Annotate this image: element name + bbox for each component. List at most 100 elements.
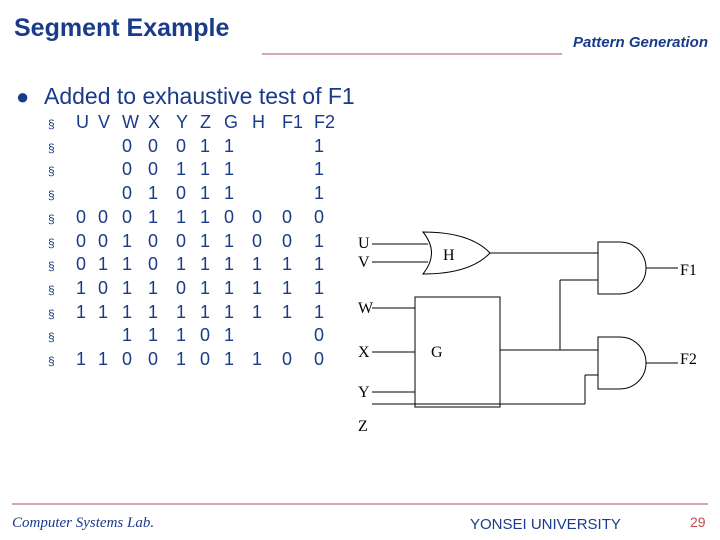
table-cell: 0 xyxy=(148,159,159,180)
table-header-u: U xyxy=(76,112,89,132)
table-header-y: Y xyxy=(176,112,189,132)
circuit-output-f1: F1 xyxy=(680,262,697,279)
title-divider xyxy=(262,53,562,55)
circuit-input-v: V xyxy=(358,254,370,271)
table-cell: 0 xyxy=(200,325,211,346)
table-cell: 0 xyxy=(200,349,211,369)
table-cell: 0 xyxy=(98,206,109,227)
table-cell: 0 xyxy=(98,230,109,251)
table-cell: 1 xyxy=(122,277,133,298)
page-number: 29 xyxy=(690,514,706,530)
main-bullet-icon: ● xyxy=(16,84,30,109)
table-header-f1: F1 xyxy=(282,112,304,132)
circuit-input-x: X xyxy=(358,344,370,361)
table-row-bullet-icon: § xyxy=(48,211,55,226)
and-gate-f1 xyxy=(597,241,647,295)
table-cell: 0 xyxy=(314,349,325,369)
table-cell: 1 xyxy=(252,277,263,298)
table-cell: 1 xyxy=(200,159,211,180)
circuit-output-f2: F2 xyxy=(680,351,697,368)
slide-title: Segment Example xyxy=(14,14,230,42)
table-cell: 0 xyxy=(76,230,87,251)
circuit-input-w: W xyxy=(358,300,374,317)
table-row-bullet-icon: § xyxy=(48,117,55,131)
table-cell: 1 xyxy=(98,349,109,369)
and-gate-f2 xyxy=(597,336,647,390)
block-g xyxy=(414,296,501,408)
table-cell: 1 xyxy=(122,325,133,346)
table-cell: 1 xyxy=(314,254,325,275)
footer-university: YONSEI UNIVERSITY xyxy=(470,516,621,533)
table-cell: 0 xyxy=(282,206,293,227)
table-cell: 0 xyxy=(176,135,187,156)
or-gate-h xyxy=(421,231,491,275)
table-cell: 0 xyxy=(122,159,133,180)
table-cell: 1 xyxy=(314,230,325,251)
table-cell: 1 xyxy=(314,301,325,322)
table-cell: 1 xyxy=(200,183,211,204)
table-cell: 1 xyxy=(224,254,235,275)
table-cell: 1 xyxy=(224,135,235,156)
table-cell: 1 xyxy=(200,254,211,275)
table-row-bullet-icon: § xyxy=(48,164,55,179)
table-cell: 1 xyxy=(314,135,325,156)
table-cell: 1 xyxy=(252,349,263,369)
table-cell: 1 xyxy=(76,349,87,369)
table-cell: 0 xyxy=(122,349,133,369)
table-cell: 1 xyxy=(200,277,211,298)
main-bullet-text: Added to exhaustive test of F1 xyxy=(44,83,355,109)
table-cell: 0 xyxy=(76,206,87,227)
table-cell: 0 xyxy=(176,277,187,298)
table-cell: 1 xyxy=(148,277,159,298)
table-cell: 0 xyxy=(176,183,187,204)
table-cell: 1 xyxy=(176,301,187,322)
table-cell: 0 xyxy=(314,206,325,227)
table-row-bullet-icon: § xyxy=(48,306,55,321)
table-cell: 1 xyxy=(224,183,235,204)
table-cell: 1 xyxy=(200,301,211,322)
table-row-bullet-icon: § xyxy=(48,282,55,297)
table-row-bullet-icon: § xyxy=(48,188,55,203)
table-cell: 0 xyxy=(148,230,159,251)
table-cell: 1 xyxy=(148,206,159,227)
table-cell: 1 xyxy=(122,301,133,322)
circuit-input-u: U xyxy=(358,235,370,252)
table-cell: 1 xyxy=(314,159,325,180)
table-cell: 0 xyxy=(76,254,87,275)
table-cell: 1 xyxy=(98,254,109,275)
table-cell: 1 xyxy=(282,277,293,298)
table-cell: 0 xyxy=(122,135,133,156)
table-header-w: W xyxy=(122,112,139,132)
circuit-input-z: Z xyxy=(358,418,368,435)
table-cell: 0 xyxy=(282,349,293,369)
gate-label-h: H xyxy=(443,247,455,264)
table-cell: 1 xyxy=(224,325,235,346)
table-cell: 1 xyxy=(176,349,187,369)
table-cell: 0 xyxy=(224,206,235,227)
table-cell: 1 xyxy=(224,230,235,251)
table-cell: 1 xyxy=(282,301,293,322)
table-cell: 1 xyxy=(200,230,211,251)
table-cell: 1 xyxy=(314,183,325,204)
table-cell: 1 xyxy=(176,254,187,275)
table-cell: 1 xyxy=(200,135,211,156)
table-cell: 1 xyxy=(148,325,159,346)
table-row-bullet-icon: § xyxy=(48,235,55,250)
table-cell: 0 xyxy=(252,206,263,227)
table-cell: 1 xyxy=(98,301,109,322)
table-cell: 0 xyxy=(314,325,325,346)
table-cell: 0 xyxy=(98,277,109,298)
bottom-divider xyxy=(12,503,708,505)
table-cell: 1 xyxy=(148,183,159,204)
table-cell: 0 xyxy=(176,230,187,251)
table-header-g: G xyxy=(224,112,239,132)
slide-subtitle: Pattern Generation xyxy=(572,34,708,51)
table-cell: 1 xyxy=(282,254,293,275)
table-cell: 0 xyxy=(252,230,263,251)
block-label-g: G xyxy=(431,344,443,361)
table-cell: 1 xyxy=(252,301,263,322)
table-cell: 0 xyxy=(148,135,159,156)
table-header-z: Z xyxy=(200,112,211,132)
table-header-x: X xyxy=(148,112,161,132)
table-header-h: H xyxy=(252,112,265,132)
